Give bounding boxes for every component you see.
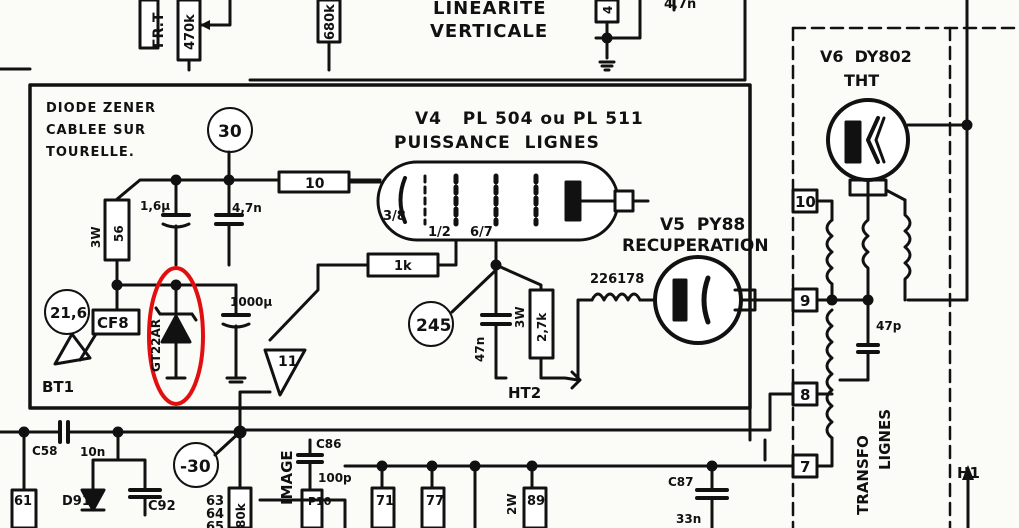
r3w-label: 3W (89, 226, 103, 248)
node-minus-30-marker (173, 442, 219, 488)
zener-label: GT22AR (149, 319, 163, 372)
cf8-label: CF8 (97, 314, 129, 332)
r80k-label: 80k (234, 502, 248, 528)
r10-label: 10 (305, 176, 325, 192)
d91-label: D91 (62, 494, 91, 509)
tube-v4 (347, 160, 650, 267)
transfo-pin-10 (791, 188, 819, 214)
tube-v6 (826, 0, 973, 302)
transfo-label-line1: TRANSFO (854, 435, 872, 515)
c100p-label: 100p (318, 471, 352, 485)
v6-title: V6 DY802 (820, 47, 912, 66)
pin-8-label: 8 (800, 386, 810, 404)
transfo-label-line2: LIGNES (876, 409, 894, 470)
transfo-pin-9 (791, 287, 819, 313)
r2w-label: 2W (505, 493, 519, 515)
linearite-line2: VERTICALE (430, 21, 548, 42)
bottom-region (0, 420, 795, 528)
c1000-label: 1000µ (230, 295, 272, 309)
n89-label: 89 (527, 494, 545, 509)
v4-pin-12: 1/2 (428, 225, 451, 240)
transformer-windings (238, 188, 974, 528)
r1k-label: 1k (394, 259, 412, 274)
node-245-label: 245 (416, 316, 452, 336)
n71-label: 71 (376, 494, 394, 509)
triangle-11 (263, 348, 307, 397)
pin-10-label: 10 (795, 193, 816, 211)
h1-label: H1 (957, 464, 980, 482)
node-30-label: 30 (218, 122, 242, 142)
r470k-label: 470k (183, 14, 198, 50)
r3w-mid-label: 3W (513, 306, 527, 328)
r27k-label: 2,7k (535, 312, 549, 342)
zener-note-line1: DIODE ZENER (46, 101, 156, 116)
c92-label: C92 (148, 499, 176, 514)
top-region (138, 0, 676, 72)
node-21-6-marker (44, 289, 90, 335)
v4-pin-67: 6/7 (470, 225, 493, 240)
v4-drive (238, 252, 594, 434)
zener-note-line3: TOURELLE. (46, 145, 135, 160)
c47n-mid-label: 47n (473, 337, 487, 362)
v5-coil-label: 226178 (590, 272, 644, 287)
zener-note-line2: CABLEE SUR (46, 123, 146, 138)
cf8-box (91, 308, 141, 336)
v4-pin-38: 3/8 (383, 209, 406, 224)
p10-label: P10 (308, 495, 332, 508)
c86-label: C86 (316, 437, 342, 451)
top-cap-label: 4,7n (664, 0, 696, 12)
linearite-line1: LINEARITE (433, 0, 547, 19)
zener-diode-gt22ar (154, 298, 198, 380)
v4-title: V4 PL 504 ou PL 511 (415, 109, 644, 129)
v5-title: V5 PY88 (660, 215, 745, 235)
top-res-frag: 4 (601, 6, 615, 14)
node-245-marker (408, 301, 454, 347)
image-label: IMAGE (278, 450, 296, 505)
v5-subtitle: RECUPERATION (622, 236, 769, 256)
c10n-label: 10n (80, 445, 105, 459)
pin-9-label: 9 (800, 292, 810, 310)
c16-label: 1,6µ (140, 199, 170, 213)
n65-label: 65 (206, 520, 224, 528)
c58-label: C58 (32, 444, 58, 458)
node-21-6-label: 21,6 (50, 304, 87, 322)
n61-label: 61 (14, 494, 32, 509)
v6-subtitle: THT (844, 71, 879, 90)
c87-label: C87 (668, 475, 694, 489)
bt1-label: BT1 (42, 378, 74, 396)
n64-label: 64 (206, 507, 224, 522)
fr-label: FR.T (151, 12, 167, 48)
n63-label: 63 (206, 494, 224, 509)
ht2-label: HT2 (508, 384, 541, 402)
zener-highlight-circle (147, 266, 205, 406)
tube-v5 (590, 255, 795, 345)
triangle-11-label: 11 (278, 354, 297, 370)
node-minus-30-label: -30 (180, 457, 211, 477)
c47n-label: 4,7n (232, 201, 262, 215)
n77-label: 77 (426, 494, 444, 509)
v4-subtitle: PUISSANCE LIGNES (394, 133, 600, 153)
r56-label: 56 (112, 225, 126, 242)
pin-7-label: 7 (800, 458, 810, 476)
c47p-label: 47p (876, 319, 902, 333)
r680k-label: 680k (323, 4, 338, 40)
c33n-label: 33n (676, 512, 701, 526)
tht-dashed-box (791, 26, 1019, 528)
